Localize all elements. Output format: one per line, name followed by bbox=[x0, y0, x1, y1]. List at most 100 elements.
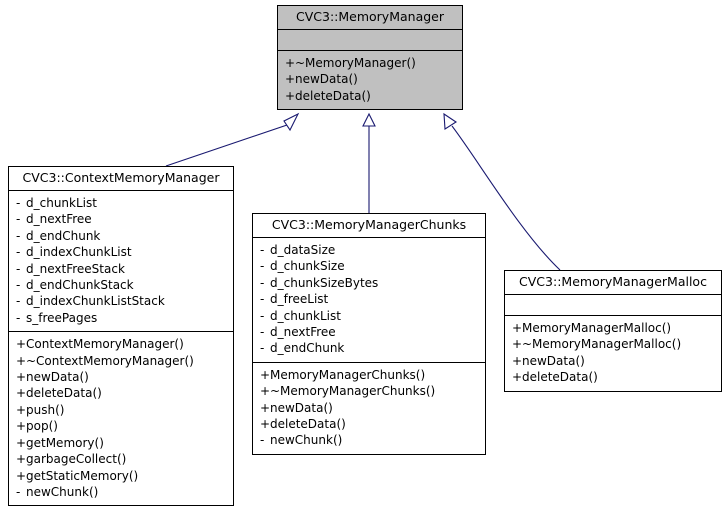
visibility-marker: - bbox=[16, 245, 21, 260]
visibility-marker: - bbox=[260, 341, 265, 356]
operation-label: newData() bbox=[26, 370, 89, 385]
class-divider bbox=[9, 331, 233, 333]
visibility-marker: + bbox=[16, 402, 27, 417]
operation-item: +deleteData() bbox=[278, 88, 462, 104]
operation-list-memory-manager: +~MemoryManager() +newData() +deleteData… bbox=[278, 51, 462, 109]
attribute-item: -d_nextFree bbox=[9, 211, 233, 227]
class-title-memory-manager-malloc: CVC3::MemoryManagerMalloc bbox=[519, 274, 707, 289]
attribute-label: d_nextFree bbox=[26, 212, 92, 227]
visibility-marker: - bbox=[260, 275, 265, 290]
visibility-marker: - bbox=[16, 294, 21, 309]
visibility-marker: - bbox=[260, 308, 265, 323]
visibility-marker: + bbox=[16, 435, 27, 450]
attribute-label: d_chunkSizeBytes bbox=[270, 275, 379, 290]
visibility-marker: - bbox=[260, 433, 265, 448]
attribute-label: d_indexChunkList bbox=[26, 245, 132, 260]
attribute-label: d_chunkSize bbox=[270, 259, 345, 274]
operation-item: +~MemoryManagerChunks() bbox=[253, 383, 485, 399]
attribute-label: d_nextFree bbox=[270, 325, 336, 340]
attribute-list-memory-manager-chunks: -d_dataSize -d_chunkSize -d_chunkSizeByt… bbox=[253, 238, 485, 362]
attribute-item: -d_endChunkStack bbox=[9, 277, 233, 293]
attribute-item: -d_endChunk bbox=[9, 228, 233, 244]
visibility-marker: + bbox=[512, 321, 523, 335]
operation-item: +~ContextMemoryManager() bbox=[9, 353, 233, 369]
operation-list-context-memory-manager: +ContextMemoryManager() +~ContextMemoryM… bbox=[9, 332, 233, 505]
visibility-marker: + bbox=[285, 88, 296, 103]
operation-item: +newData() bbox=[278, 71, 462, 87]
operation-label: ~MemoryManager() bbox=[295, 56, 416, 70]
visibility-marker: - bbox=[16, 261, 21, 276]
attribute-label: s_freePages bbox=[26, 310, 98, 325]
class-divider bbox=[278, 50, 462, 51]
attribute-item: -d_dataSize bbox=[253, 242, 485, 258]
attribute-label: d_dataSize bbox=[270, 243, 336, 257]
operation-item: +MemoryManagerMalloc() bbox=[505, 320, 721, 336]
visibility-marker: - bbox=[260, 259, 265, 274]
visibility-marker: - bbox=[16, 484, 21, 499]
operation-item: +getMemory() bbox=[9, 435, 233, 451]
operation-item: +newData() bbox=[9, 369, 233, 385]
attribute-label: d_chunkList bbox=[26, 196, 97, 210]
operation-label: newChunk() bbox=[26, 484, 99, 499]
operation-label: newData() bbox=[270, 400, 333, 415]
visibility-marker: + bbox=[16, 468, 27, 483]
visibility-marker: + bbox=[260, 367, 271, 382]
attribute-label: d_indexChunkListStack bbox=[26, 294, 165, 309]
visibility-marker: + bbox=[16, 353, 27, 368]
operation-item: +deleteData() bbox=[505, 369, 721, 385]
class-divider bbox=[9, 190, 233, 191]
operation-item: +~MemoryManager() bbox=[278, 55, 462, 71]
attribute-item: -d_indexChunkListStack bbox=[9, 293, 233, 309]
class-box-memory-manager-chunks[interactable]: CVC3::MemoryManagerChunks -d_dataSize -d… bbox=[252, 213, 486, 455]
attribute-item: -d_nextFree bbox=[253, 324, 485, 340]
visibility-marker: - bbox=[16, 278, 21, 293]
operation-item: +deleteData() bbox=[253, 416, 485, 432]
operation-list-memory-manager-malloc: +MemoryManagerMalloc() +~MemoryManagerMa… bbox=[505, 316, 721, 391]
visibility-marker: + bbox=[16, 419, 27, 434]
visibility-marker: + bbox=[16, 370, 27, 385]
operation-item: +newData() bbox=[505, 353, 721, 369]
visibility-marker: + bbox=[512, 337, 523, 352]
operation-label: push() bbox=[26, 402, 65, 417]
operation-label: deleteData() bbox=[522, 370, 598, 385]
attribute-item: -d_endChunk bbox=[253, 340, 485, 356]
operation-label: deleteData() bbox=[26, 386, 102, 401]
class-box-context-memory-manager[interactable]: CVC3::ContextMemoryManager -d_chunkList … bbox=[8, 166, 234, 506]
attribute-label: d_chunkList bbox=[270, 308, 341, 323]
operation-label: newData() bbox=[295, 72, 358, 87]
class-divider bbox=[505, 294, 721, 295]
class-title-memory-manager: CVC3::MemoryManager bbox=[295, 9, 444, 24]
operation-item: -newChunk() bbox=[9, 484, 233, 500]
attribute-label: d_endChunkStack bbox=[26, 278, 134, 293]
class-box-memory-manager[interactable]: CVC3::MemoryManager +~MemoryManager() +n… bbox=[277, 5, 463, 111]
operation-item: +ContextMemoryManager() bbox=[9, 336, 233, 352]
attribute-list-memory-manager-malloc bbox=[505, 295, 721, 315]
operation-item: +pop() bbox=[9, 418, 233, 434]
visibility-marker: - bbox=[260, 325, 265, 340]
attribute-item: -d_chunkSize bbox=[253, 258, 485, 274]
operation-label: newData() bbox=[522, 353, 585, 368]
operation-item: +newData() bbox=[253, 400, 485, 416]
visibility-marker: + bbox=[285, 56, 296, 70]
class-divider bbox=[278, 29, 462, 30]
attribute-label: d_endChunk bbox=[270, 341, 345, 356]
operation-item: +getStaticMemory() bbox=[9, 468, 233, 484]
operation-label: newChunk() bbox=[270, 433, 343, 448]
class-box-memory-manager-malloc[interactable]: CVC3::MemoryManagerMalloc +MemoryManager… bbox=[504, 270, 722, 392]
operation-label: ContextMemoryManager() bbox=[26, 337, 184, 352]
operation-label: getStaticMemory() bbox=[26, 468, 139, 483]
operation-list-memory-manager-chunks: +MemoryManagerChunks() +~MemoryManagerCh… bbox=[253, 363, 485, 454]
class-divider bbox=[253, 361, 485, 363]
attribute-item: -s_freePages bbox=[9, 310, 233, 326]
visibility-marker: + bbox=[285, 72, 296, 87]
visibility-marker: - bbox=[16, 310, 21, 325]
operation-label: garbageCollect() bbox=[26, 452, 127, 467]
attribute-item: -d_freeList bbox=[253, 291, 485, 307]
attribute-list-context-memory-manager: -d_chunkList -d_nextFree -d_endChunk -d_… bbox=[9, 191, 233, 331]
visibility-marker: + bbox=[512, 370, 523, 385]
class-divider bbox=[253, 237, 485, 238]
operation-label: ~MemoryManagerChunks() bbox=[270, 384, 436, 399]
visibility-marker: + bbox=[16, 337, 27, 352]
attribute-item: -d_chunkSizeBytes bbox=[253, 275, 485, 291]
visibility-marker: + bbox=[260, 400, 271, 415]
